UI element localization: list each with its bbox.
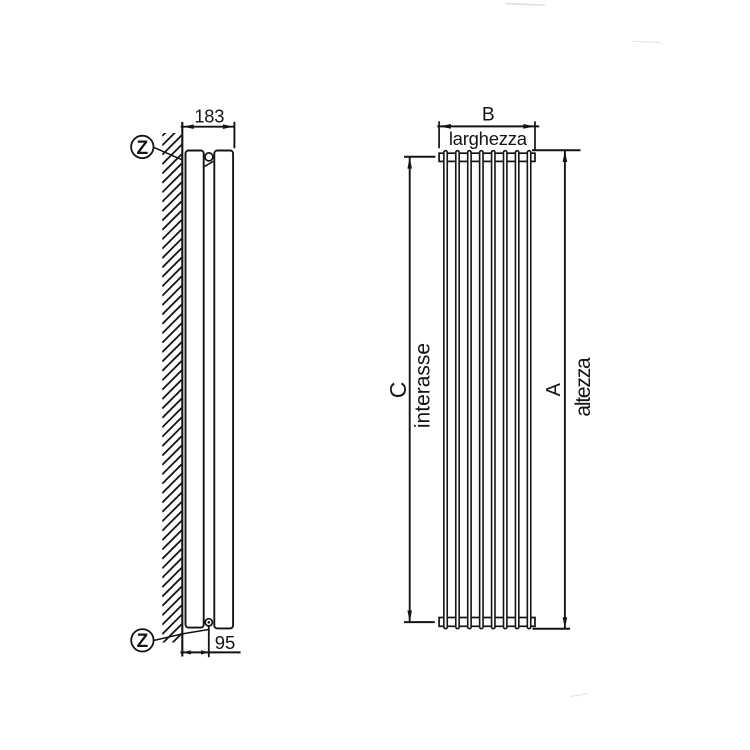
svg-text:altezza: altezza (572, 357, 595, 417)
svg-text:A: A (543, 382, 565, 396)
svg-text:Z: Z (136, 138, 148, 159)
svg-text:Z: Z (137, 631, 149, 652)
svg-text:larghezza: larghezza (449, 128, 528, 149)
svg-text:95: 95 (215, 632, 236, 653)
svg-text:interasse: interasse (411, 343, 434, 428)
svg-text:C: C (385, 382, 411, 399)
svg-text:183: 183 (194, 106, 224, 127)
svg-text:B: B (482, 104, 495, 125)
